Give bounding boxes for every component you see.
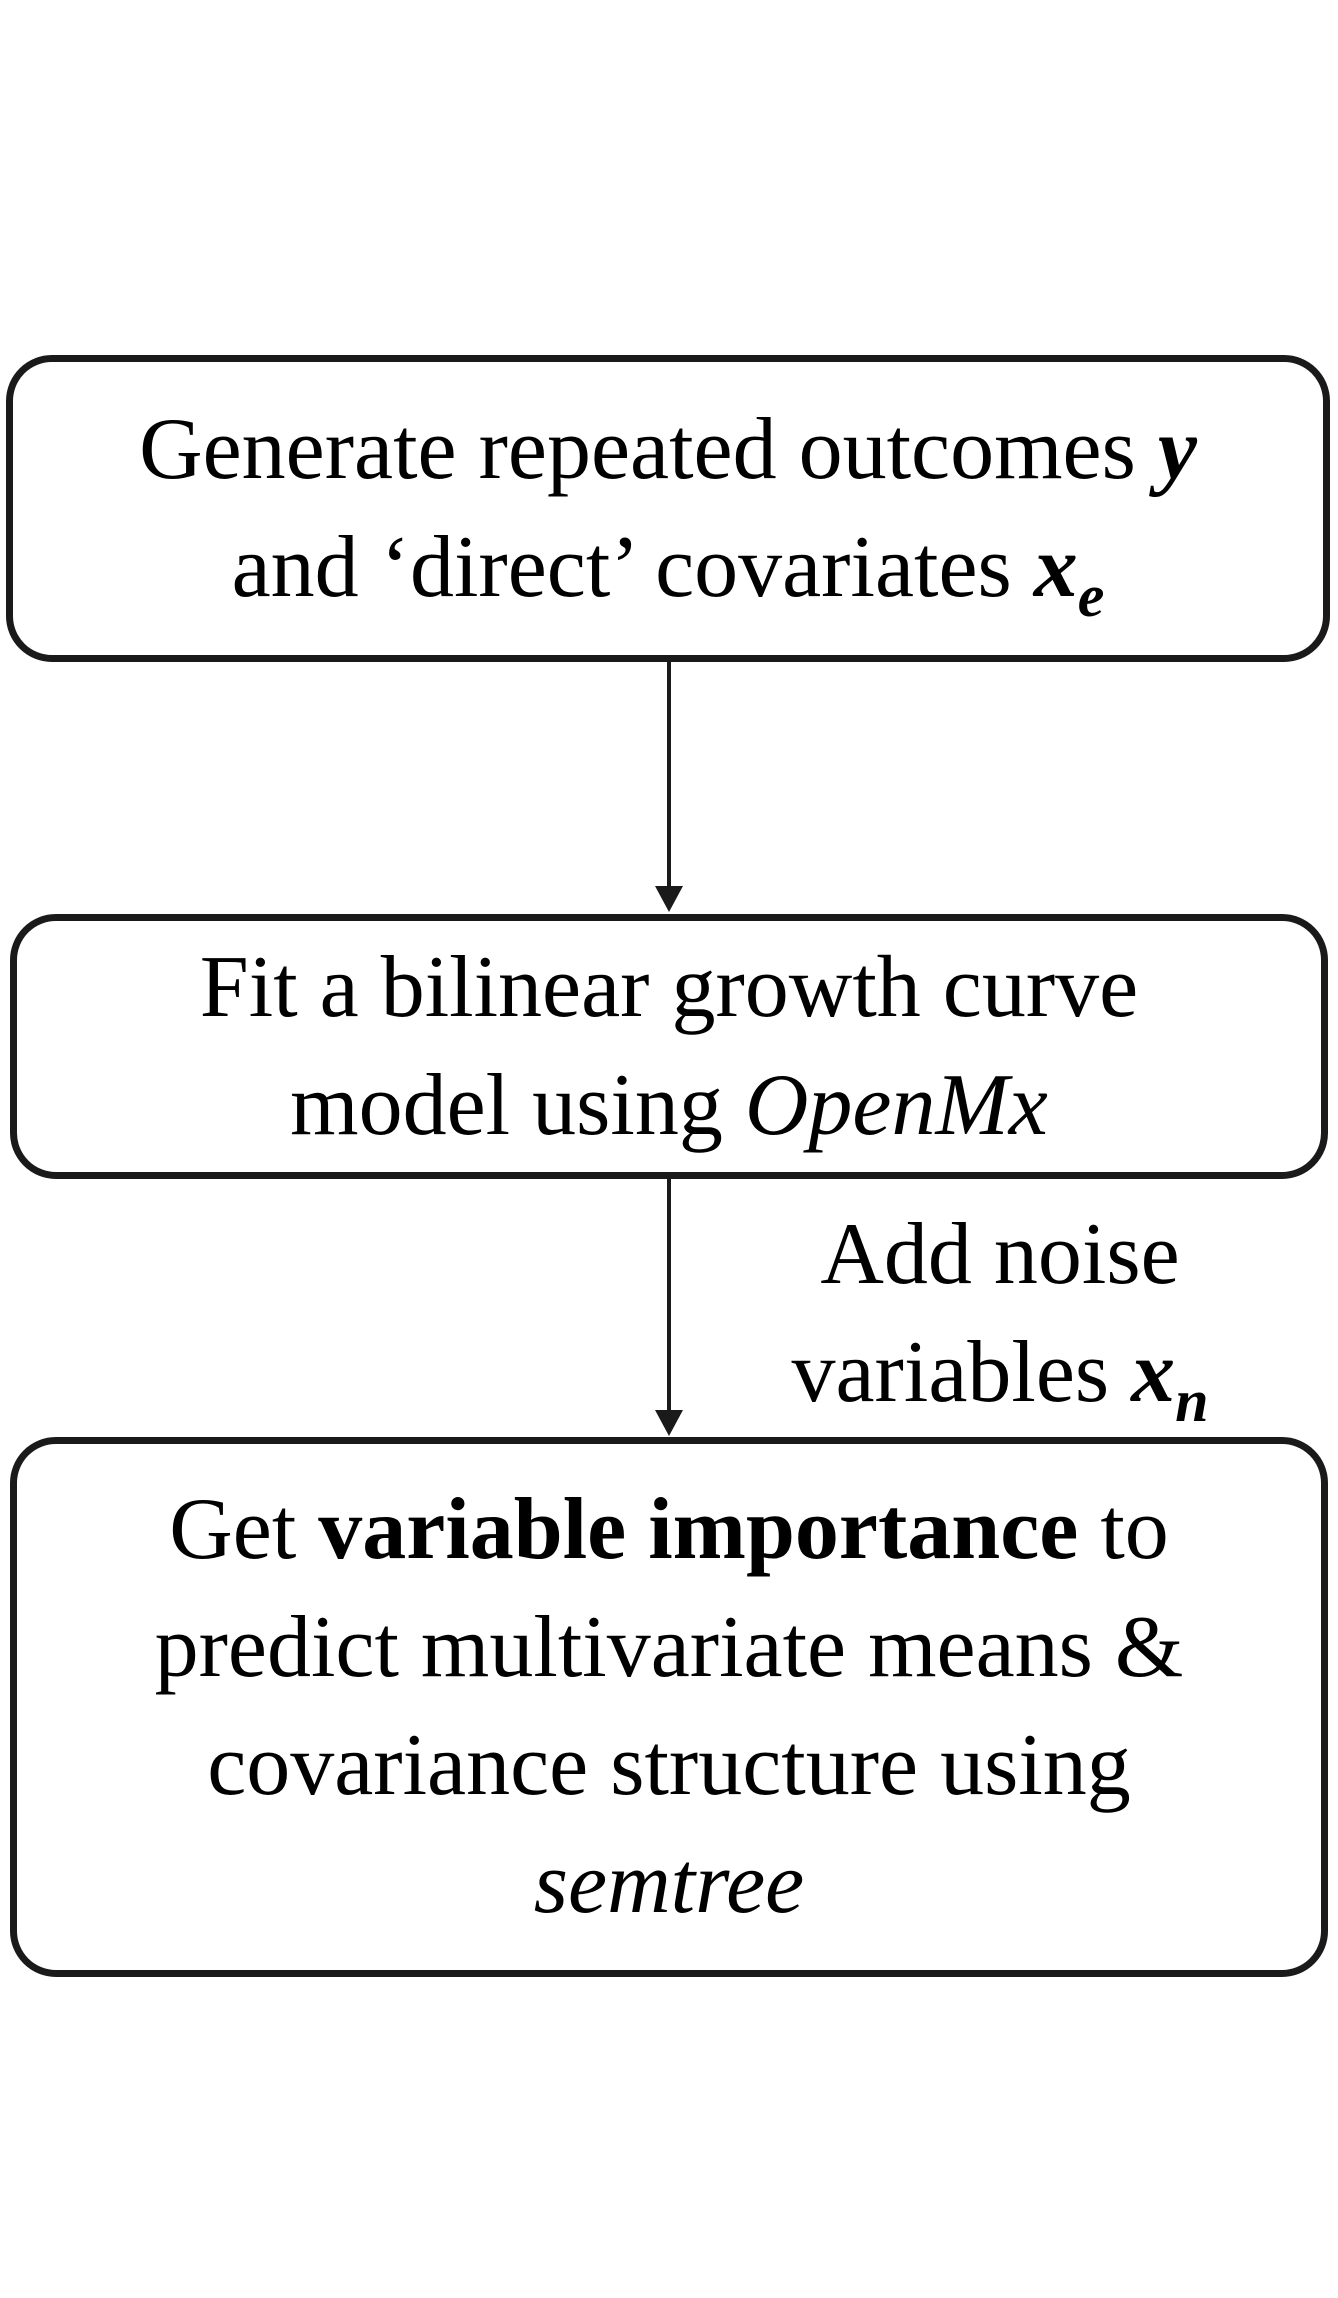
edge-label-line-1: Add noise [820, 1206, 1180, 1303]
variable-importance-label: variable importance [318, 1481, 1079, 1578]
openmx-label: OpenMx [744, 1056, 1048, 1154]
edge-box2-box3 [655, 1179, 683, 1436]
variable-x-noise: x [1131, 1324, 1176, 1421]
arrowhead-1 [655, 886, 683, 912]
node-variable-importance: Get variable importance to predict multi… [10, 1437, 1328, 1977]
node-3-line-3: covariance structure using [207, 1717, 1131, 1814]
variable-y: y [1157, 400, 1197, 498]
node-1-text-2: and ‘direct’ covariates [231, 518, 1034, 616]
edge-label-noise: Add noise variables xn [700, 1196, 1300, 1432]
node-3-text-post: to [1078, 1481, 1169, 1578]
node-1-line-1: Generate repeated outcomes y [139, 391, 1197, 509]
node-3-line-2: predict multivariate means & [154, 1599, 1184, 1696]
semtree-label: semtree [533, 1835, 805, 1932]
node-generate-outcomes: Generate repeated outcomes y and ‘direct… [6, 355, 1330, 662]
node-3-text-pre: Get [169, 1481, 319, 1578]
node-2-text-2: model using [290, 1056, 745, 1154]
node-1-text-1: Generate repeated outcomes [139, 400, 1158, 498]
node-3-line-1: Get variable importance to [169, 1471, 1169, 1589]
node-2-line-2: model using OpenMx [290, 1047, 1048, 1165]
subscript-n: n [1175, 1368, 1209, 1434]
subscript-e: e [1077, 562, 1105, 629]
edge-label-text-2: variables [791, 1324, 1132, 1421]
node-1-line-2: and ‘direct’ covariates xe [232, 509, 1105, 627]
variable-x: x [1033, 518, 1078, 616]
node-2-line-1: Fit a bilinear growth curve [199, 938, 1139, 1036]
edge-box1-box2 [655, 662, 683, 912]
arrowhead-2 [655, 1410, 683, 1436]
node-fit-growth-curve: Fit a bilinear growth curve model using … [10, 914, 1328, 1179]
edge-label-line-2: variables xn [700, 1314, 1300, 1432]
